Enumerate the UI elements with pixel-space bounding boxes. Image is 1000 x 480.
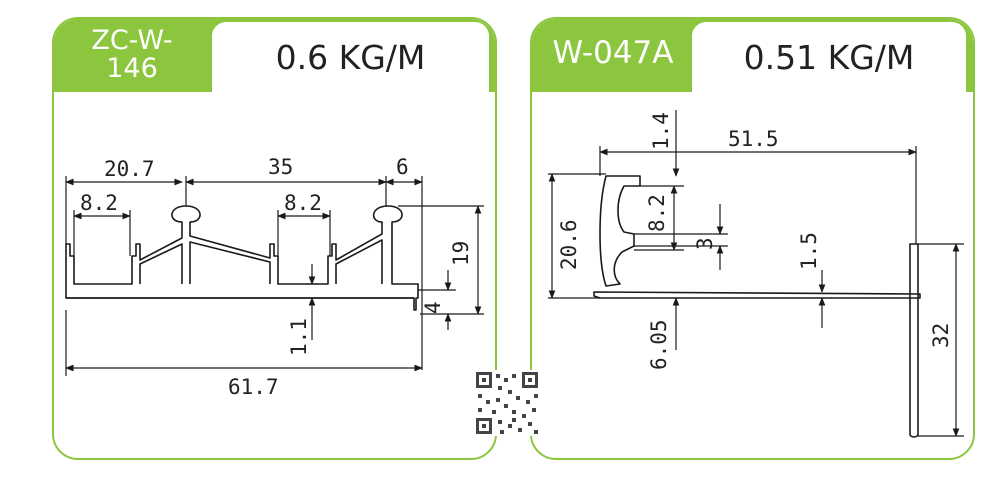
profile-1-base: [65, 205, 419, 311]
profile-card-w-047a: W-047A 0.51 KG/M: [530, 17, 975, 460]
profile-1-dimension-lines: [65, 176, 484, 376]
profile-code: ZC-W- 146: [62, 25, 202, 85]
dim-label: 20.7: [104, 157, 155, 181]
qr-code-icon: [474, 370, 540, 436]
dim-label: 20.6: [557, 219, 581, 270]
profile-2-dimension-lines: [548, 110, 964, 437]
dim-label: 6.05: [647, 319, 671, 370]
profile-code: W-047A: [552, 35, 674, 71]
dim-label: 1.5: [797, 232, 821, 270]
dim-label: 61.7: [228, 375, 279, 399]
profile-2-clip: [599, 175, 641, 287]
dim-label: 8.2: [284, 191, 322, 215]
profile-code-line2: 146: [106, 53, 158, 85]
weight-label: 0.51 KG/M: [692, 22, 966, 92]
dim-label: 8.2: [645, 194, 669, 232]
dim-label: 32: [929, 323, 953, 348]
dim-label: 8.2: [80, 191, 118, 215]
profile-code-line1: ZC-W-: [91, 25, 173, 56]
profile-1-section: [65, 205, 419, 311]
profile-card-zc-w-146: ZC-W- 146 0.6 KG/M: [52, 17, 497, 460]
dim-label: 3: [693, 237, 717, 250]
dim-label: 4: [421, 301, 445, 314]
dim-label: 1.4: [649, 112, 673, 150]
dim-label: 35: [268, 155, 293, 179]
dim-label: 6: [396, 155, 409, 179]
dim-label: 1.1: [287, 318, 311, 356]
dim-label: 19: [449, 241, 473, 266]
profile-2-section: [593, 175, 921, 438]
profile-1-inner-web: [139, 239, 383, 284]
profile-2-t-stem: [909, 243, 919, 438]
dim-label: 51.5: [728, 127, 779, 151]
profile-2-base-strip: [593, 291, 921, 299]
weight-label: 0.6 KG/M: [212, 22, 489, 92]
